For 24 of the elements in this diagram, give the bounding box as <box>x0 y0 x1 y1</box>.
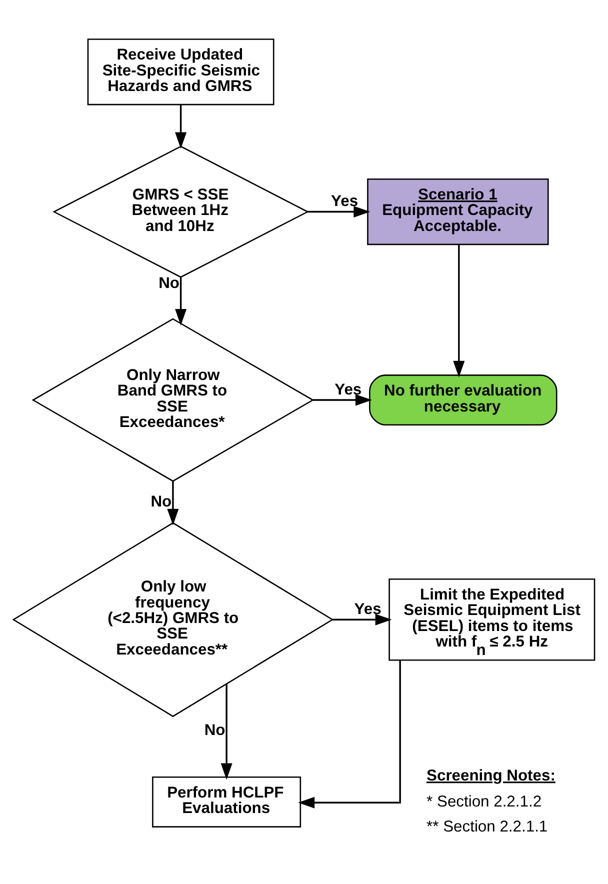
arrow <box>453 244 465 377</box>
edge-label: No <box>150 493 172 510</box>
edge-label: Yes <box>331 192 358 210</box>
node-box: No further evaluation necessary <box>369 374 558 425</box>
edge-label: Yes <box>334 380 362 398</box>
node-diamond: Only Narrow Band GMRS to SSE Exceedances* <box>32 318 314 482</box>
arrow <box>175 104 187 148</box>
arrow <box>298 660 401 808</box>
node-box: Perform HCLPF Evaluations <box>152 776 302 827</box>
arrow <box>220 683 232 780</box>
node-box: Receive Updated Site-Specific Seismic Hazards and GMRS <box>87 38 274 105</box>
node-box: Scenario 1 Equipment Capacity Acceptable. <box>367 178 549 245</box>
edge-label: No <box>204 722 226 739</box>
arrow <box>312 394 372 406</box>
arrow <box>167 480 179 525</box>
label: ** Section 2.2.1.1 <box>426 818 548 836</box>
arrow <box>175 277 187 325</box>
label: Screening Notes: <box>426 767 556 784</box>
node-diamond: Only low frequency (<2.5Hz) GMRS to SSE Exceedances** <box>12 522 334 717</box>
label: * Section 2.2.1.2 <box>426 793 542 810</box>
edge-label: Yes <box>354 600 382 618</box>
arrow <box>332 613 392 625</box>
node-diamond: GMRS < SSE Between 1Hz and 10Hz <box>52 145 310 278</box>
arrow <box>308 206 370 218</box>
